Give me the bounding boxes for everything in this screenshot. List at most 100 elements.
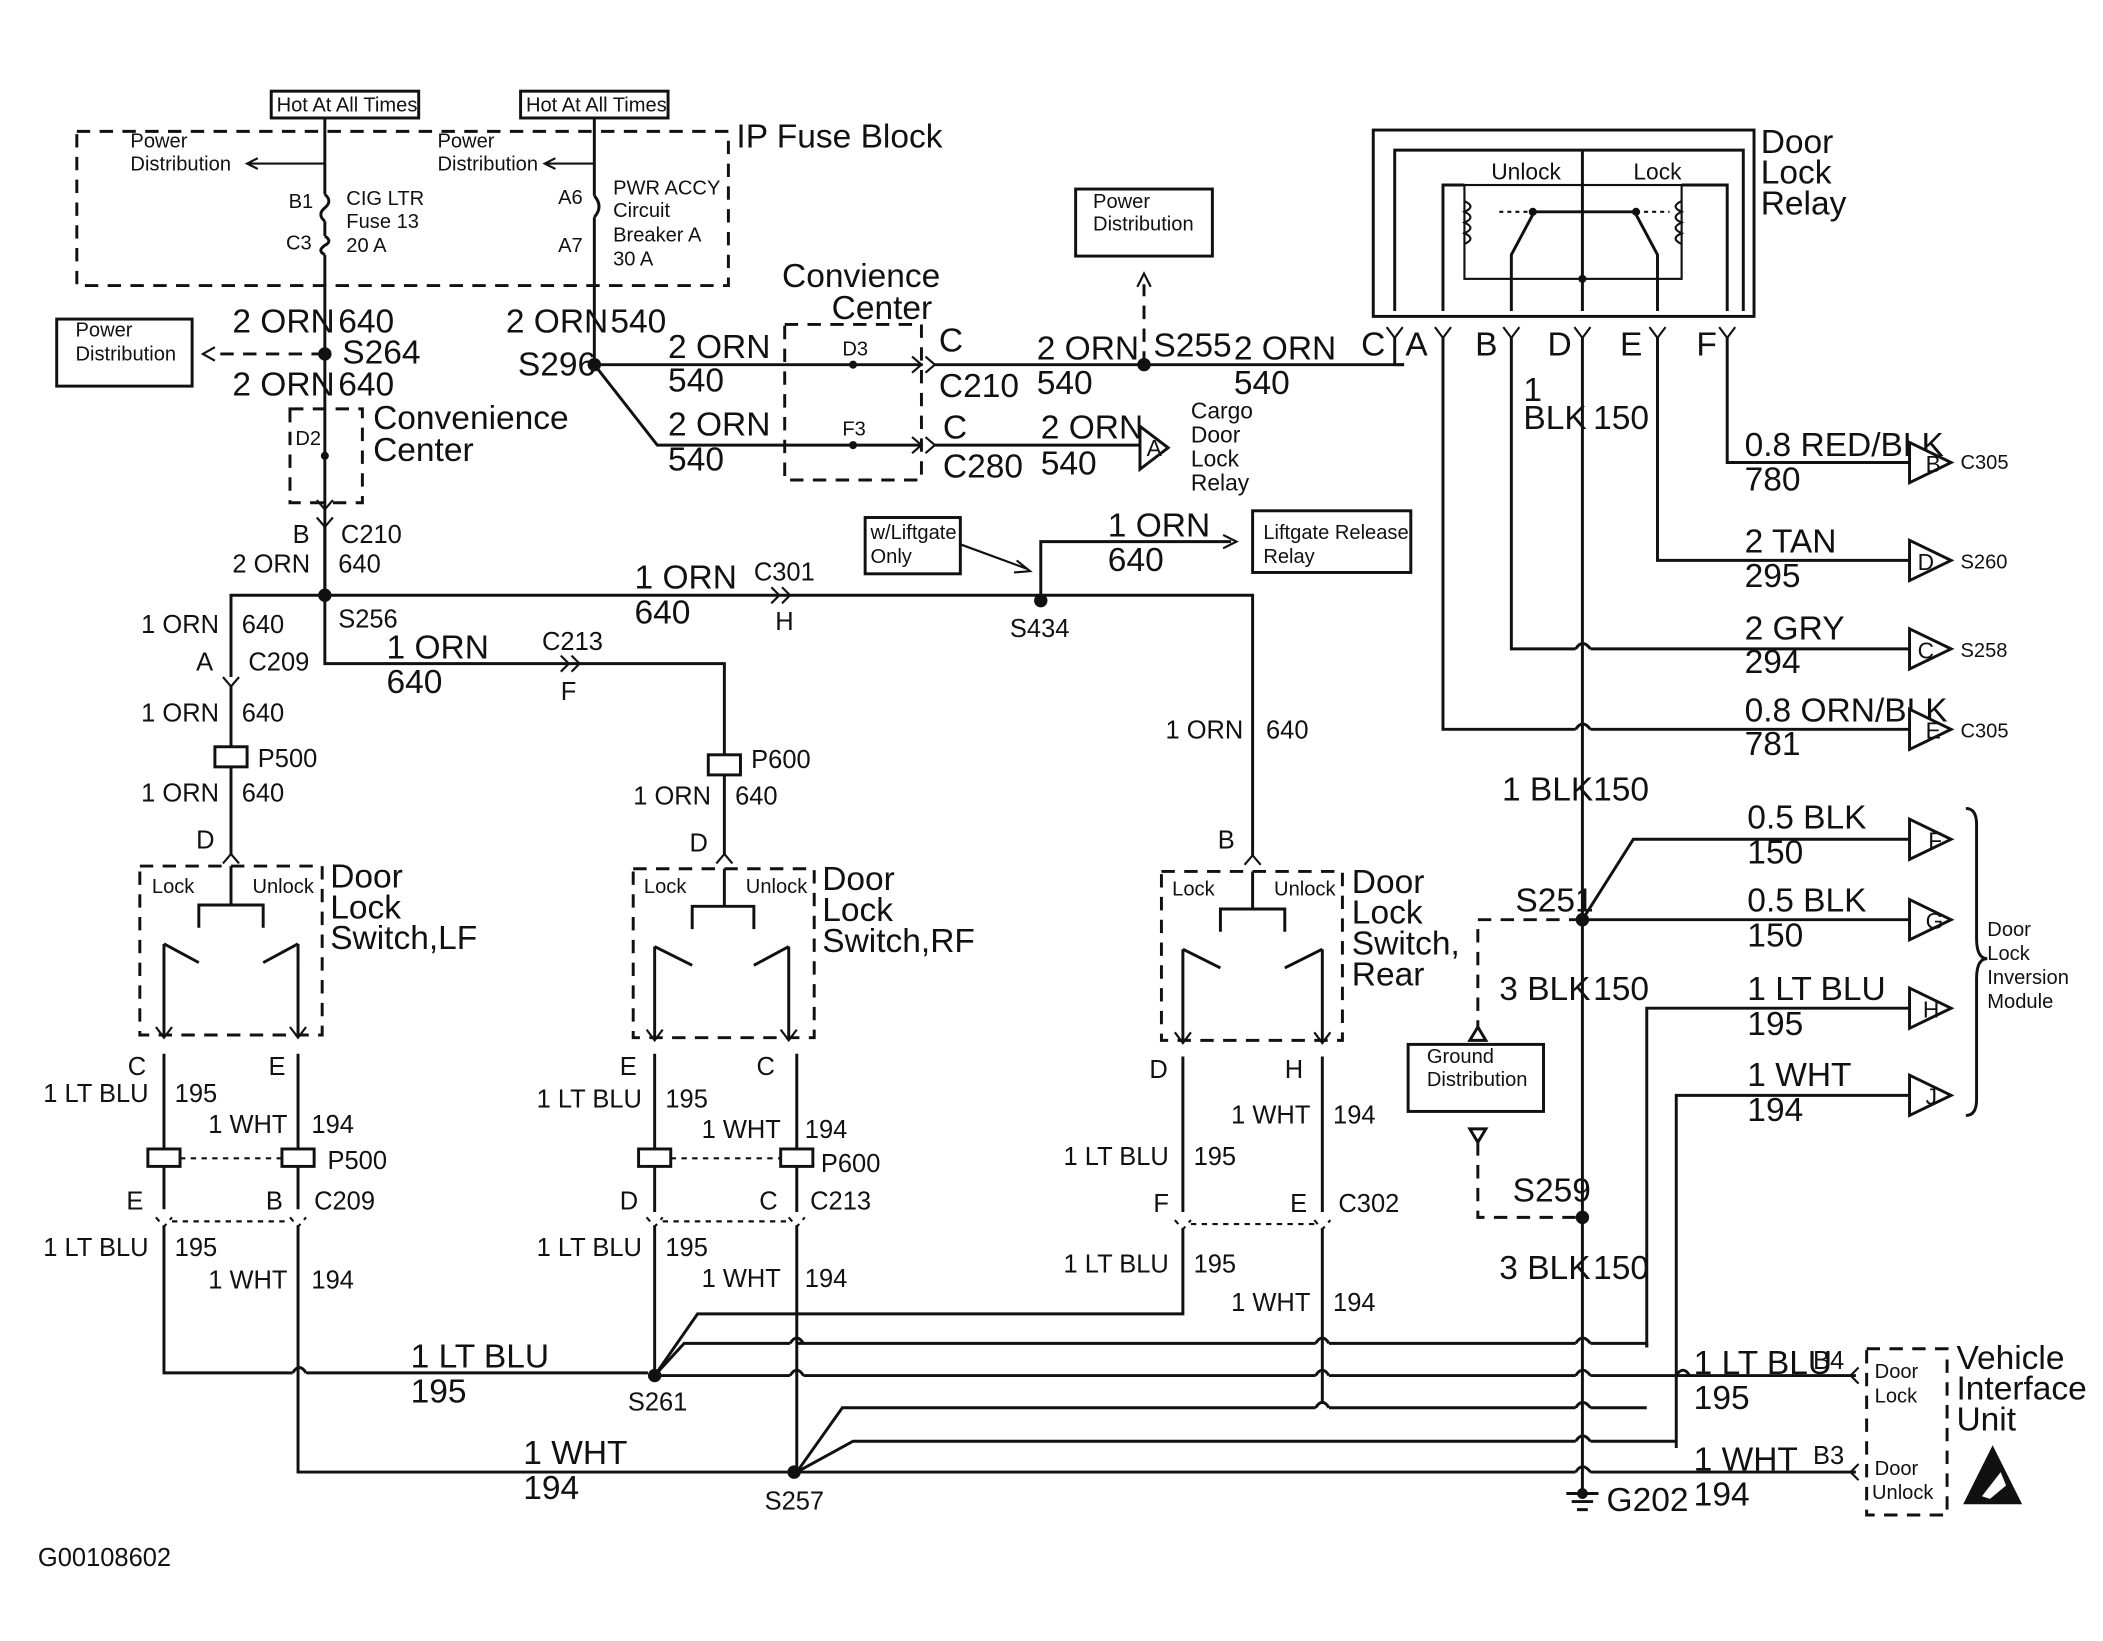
svg-text:Cargo: Cargo (1191, 397, 1253, 423)
splice-s264 (318, 347, 332, 361)
svg-text:194: 194 (311, 1266, 354, 1294)
svg-text:C305: C305 (1960, 720, 2008, 742)
svg-text:194: 194 (1694, 1477, 1750, 1514)
svg-text:F3: F3 (842, 419, 865, 441)
svg-text:Door: Door (1875, 1458, 1919, 1480)
svg-text:Liftgate Release: Liftgate Release (1263, 522, 1408, 544)
svg-text:Lock: Lock (1633, 159, 1682, 185)
svg-text:A: A (196, 648, 213, 676)
svg-text:D: D (1548, 326, 1572, 363)
cargo-relay-connector (1138, 423, 1171, 473)
svg-text:P600: P600 (751, 746, 810, 774)
svg-text:C: C (757, 1053, 775, 1081)
hot-label-1-box (269, 89, 421, 120)
svg-text:D: D (1149, 1056, 1167, 1084)
svg-text:D: D (1918, 549, 1934, 575)
svg-text:540: 540 (610, 303, 666, 340)
svg-text:D3: D3 (842, 338, 868, 360)
w-liftgate-only-box (863, 516, 962, 576)
svg-text:S256: S256 (338, 605, 397, 633)
svg-text:Switch,LF: Switch,LF (330, 920, 477, 957)
svg-text:195: 195 (665, 1234, 708, 1262)
svg-text:295: 295 (1745, 558, 1801, 595)
breaker-label-4: 30 A (613, 248, 654, 270)
svg-text:F: F (1928, 828, 1942, 854)
fuse-pin-b1: B1 (289, 191, 314, 213)
svg-text:540: 540 (1041, 446, 1097, 483)
svg-text:640: 640 (242, 699, 285, 727)
svg-text:1 LT BLU: 1 LT BLU (537, 1085, 642, 1113)
svg-text:C: C (1361, 326, 1385, 363)
svg-text:D: D (196, 827, 214, 855)
svg-text:S255: S255 (1153, 328, 1231, 365)
svg-text:C301: C301 (754, 559, 815, 587)
svg-text:A: A (1405, 326, 1428, 363)
svg-text:Unlock: Unlock (1274, 879, 1336, 901)
svg-text:C209: C209 (314, 1187, 375, 1215)
svg-text:195: 195 (411, 1373, 467, 1410)
fuse-label-1: CIG LTR (346, 188, 424, 210)
svg-text:640: 640 (635, 594, 691, 631)
svg-text:C213: C213 (542, 628, 603, 656)
svg-text:1 ORN: 1 ORN (141, 699, 219, 727)
svg-text:S258: S258 (1960, 640, 2007, 662)
svg-text:D2: D2 (295, 428, 321, 450)
svg-text:B: B (1475, 326, 1497, 363)
svg-text:BLK: BLK (1523, 400, 1586, 437)
svg-text:150: 150 (1747, 918, 1803, 955)
svg-text:Lock: Lock (330, 889, 401, 926)
vehicle-interface-unit (1865, 1347, 1949, 1517)
svg-text:B: B (1218, 827, 1235, 855)
breaker-symbol (593, 194, 601, 219)
svg-text:G202: G202 (1607, 1482, 1689, 1519)
svg-text:S259: S259 (1513, 1172, 1591, 1209)
svg-text:Distribution: Distribution (1427, 1069, 1528, 1091)
svg-text:P500: P500 (328, 1147, 387, 1175)
svg-text:1 WHT: 1 WHT (1231, 1101, 1310, 1129)
svg-text:C: C (1918, 637, 1934, 663)
svg-text:D: D (620, 1187, 638, 1215)
svg-text:2 ORN: 2 ORN (668, 407, 770, 444)
svg-text:1 WHT: 1 WHT (702, 1116, 781, 1144)
svg-text:Unlock: Unlock (746, 876, 808, 898)
svg-text:195: 195 (175, 1080, 218, 1108)
breaker-label-3: Breaker A (613, 224, 702, 246)
svg-text:780: 780 (1745, 462, 1801, 499)
svg-text:C: C (939, 322, 963, 359)
door-lock-switch-rear (1159, 869, 1344, 1042)
svg-text:150: 150 (1747, 834, 1803, 871)
svg-text:Relay: Relay (1761, 186, 1847, 223)
svg-text:G: G (1926, 908, 1944, 934)
svg-text:195: 195 (1747, 1006, 1803, 1043)
svg-text:S251: S251 (1515, 883, 1593, 920)
svg-text:640: 640 (242, 611, 285, 639)
svg-text:Lock: Lock (152, 876, 195, 898)
svg-text:B: B (266, 1187, 283, 1215)
svg-text:194: 194 (1333, 1289, 1376, 1317)
svg-text:Convience: Convience (782, 258, 940, 295)
svg-text:1 WHT: 1 WHT (208, 1111, 287, 1139)
svg-text:Lock: Lock (822, 892, 893, 929)
svg-text:1 ORN: 1 ORN (141, 780, 219, 808)
svg-text:B3: B3 (1813, 1442, 1844, 1470)
svg-text:2 ORN: 2 ORN (232, 303, 334, 340)
svg-text:Convenience: Convenience (373, 400, 569, 437)
power-distribution-box-left (55, 317, 194, 388)
svg-text:1 ORN: 1 ORN (633, 782, 711, 810)
svg-text:Center: Center (832, 290, 933, 327)
svg-text:194: 194 (1747, 1092, 1803, 1129)
svg-text:C: C (128, 1053, 146, 1081)
svg-text:1 LT BLU: 1 LT BLU (1747, 971, 1885, 1008)
svg-text:E: E (620, 1053, 637, 1081)
svg-text:2 ORN: 2 ORN (1041, 409, 1143, 446)
pd-label-a2: Distribution (130, 153, 231, 175)
fuse-13-symbol (319, 193, 331, 223)
svg-text:w/Liftgate: w/Liftgate (870, 522, 957, 544)
svg-text:Distribution: Distribution (1093, 214, 1194, 236)
svg-text:S296: S296 (518, 346, 596, 383)
svg-text:B4: B4 (1813, 1347, 1844, 1375)
svg-text:1: 1 (1523, 372, 1542, 409)
svg-text:Lock: Lock (1352, 895, 1423, 932)
